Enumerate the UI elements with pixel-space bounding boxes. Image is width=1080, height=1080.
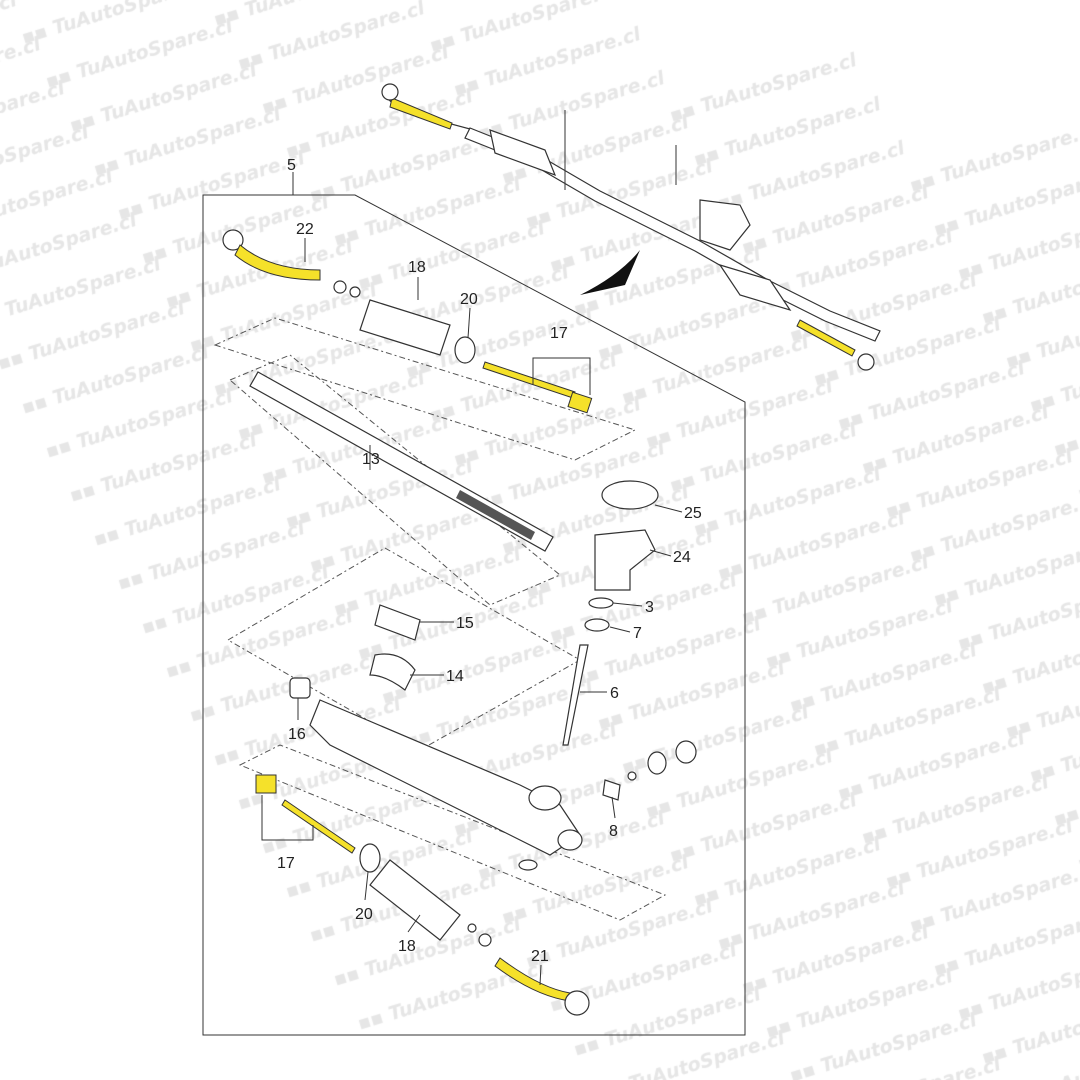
label-bushing: 14	[446, 668, 464, 685]
label-boot-lower: 18	[398, 938, 416, 955]
label-rack-bushing: 16	[288, 726, 306, 743]
assembly-frame	[202, 194, 746, 1036]
label-tie-rod-end-lower: 21	[531, 948, 549, 965]
label-boot-upper: 18	[408, 259, 426, 276]
label-inner-tie-rod-lower: 17	[277, 855, 295, 872]
label-cover: 25	[684, 505, 702, 522]
label-tie-rod-end-upper: 22	[296, 221, 314, 238]
label-inner-tie-rod-upper: 17	[550, 325, 568, 342]
label-yoke: 8	[609, 823, 618, 840]
label-pinion: 6	[610, 685, 619, 702]
callout-labels: 5 22 18 20 17 13 25 24 3 7 15 14 6 16 8 …	[277, 157, 702, 965]
assembled-steering-rack	[381, 83, 881, 371]
label-bearing: 7	[633, 625, 642, 642]
label-bracket: 15	[456, 615, 474, 632]
label-rack: 13	[362, 451, 380, 468]
label-housing-cap: 24	[673, 549, 691, 566]
label-assembly: 5	[287, 157, 296, 174]
label-clamp-upper: 20	[460, 291, 478, 308]
label-clamp-lower: 20	[355, 906, 373, 923]
label-snap-ring: 3	[645, 599, 654, 616]
